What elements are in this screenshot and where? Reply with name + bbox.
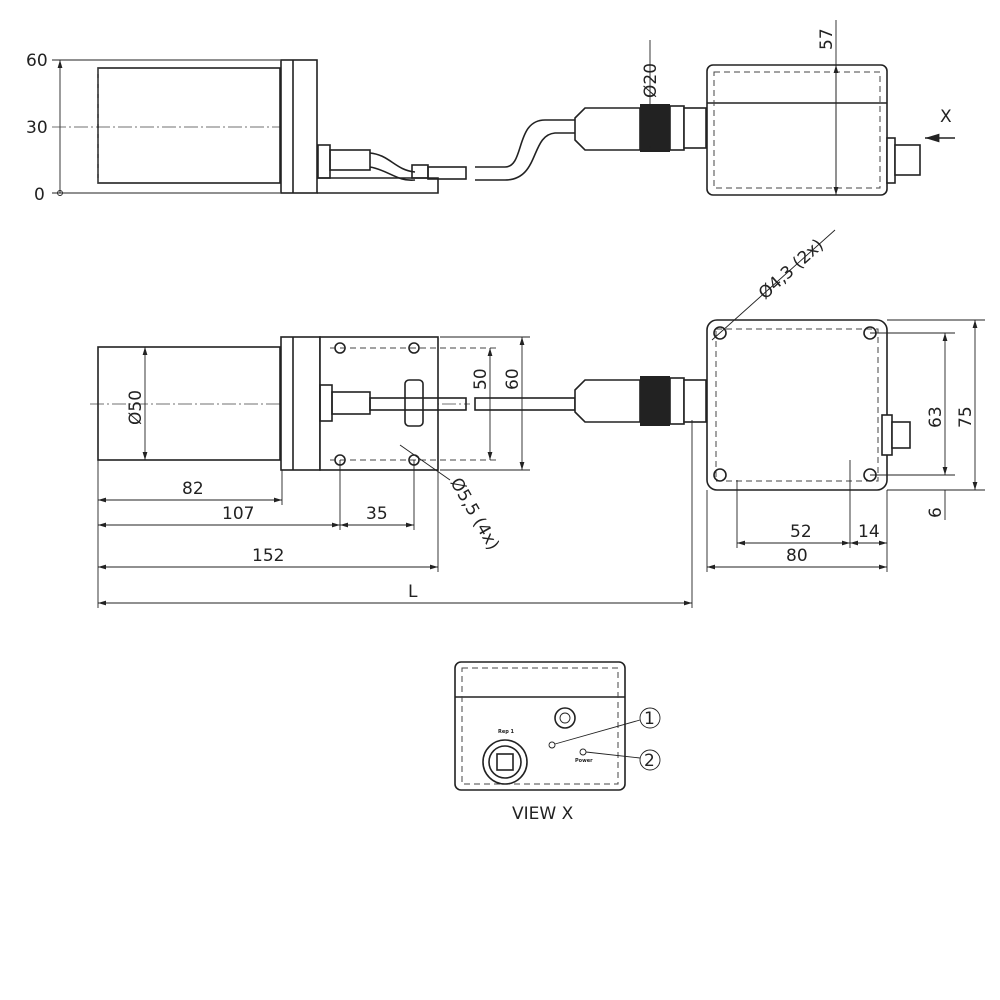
side-view: 60 30 0 Ø20 57 X: [26, 20, 955, 205]
cable-connector: [574, 107, 641, 151]
dim-63: 63: [926, 406, 946, 428]
led-label: Power: [575, 758, 593, 764]
plan-view: Ø50 50 60 Ø5,5 (4x) 82 107 35 152 L Ø4,3…: [90, 229, 985, 608]
dim-plate-height: 60: [503, 368, 523, 390]
dim-hole-spacing: 50: [471, 368, 491, 390]
view-x: Rep 1 Power 1 2 VIEW X: [454, 661, 661, 824]
callout-2: 2: [644, 751, 655, 771]
dim-152: 152: [252, 546, 284, 566]
sensor-cylinder: [97, 67, 281, 184]
dim-L: L: [408, 582, 418, 602]
box-end-face: [454, 661, 626, 791]
dim-6: 6: [926, 507, 946, 518]
dim-sensor-dia: Ø50: [126, 390, 146, 425]
dim-14: 14: [858, 522, 880, 542]
callout-1: 1: [644, 709, 655, 729]
view-arrow-label: X: [940, 107, 952, 127]
electronics-box: [706, 64, 888, 196]
sensor-flange: [280, 59, 318, 194]
dim-box-holes: Ø4,3 (2x): [755, 235, 828, 303]
dim-connector-dia: Ø20: [641, 63, 661, 98]
dim-52: 52: [790, 522, 812, 542]
scale-label-0: 0: [34, 185, 45, 205]
dim-107: 107: [222, 504, 254, 524]
dim-box-height: 57: [817, 28, 837, 50]
connector-label: Rep 1: [498, 729, 515, 735]
electronics-box-plan: [706, 319, 888, 491]
m12-connector: [482, 739, 528, 785]
dim-80: 80: [786, 546, 808, 566]
dim-mount-holes: Ø5,5 (4x): [446, 475, 503, 554]
view-x-title: VIEW X: [512, 804, 574, 824]
sensor-cylinder-plan: [97, 346, 281, 461]
mounting-plate: [319, 336, 439, 471]
scale-label-60: 60: [26, 51, 48, 71]
scale-label-30: 30: [26, 118, 48, 138]
dim-82: 82: [182, 479, 204, 499]
dim-75: 75: [956, 406, 976, 428]
dim-35: 35: [366, 504, 388, 524]
